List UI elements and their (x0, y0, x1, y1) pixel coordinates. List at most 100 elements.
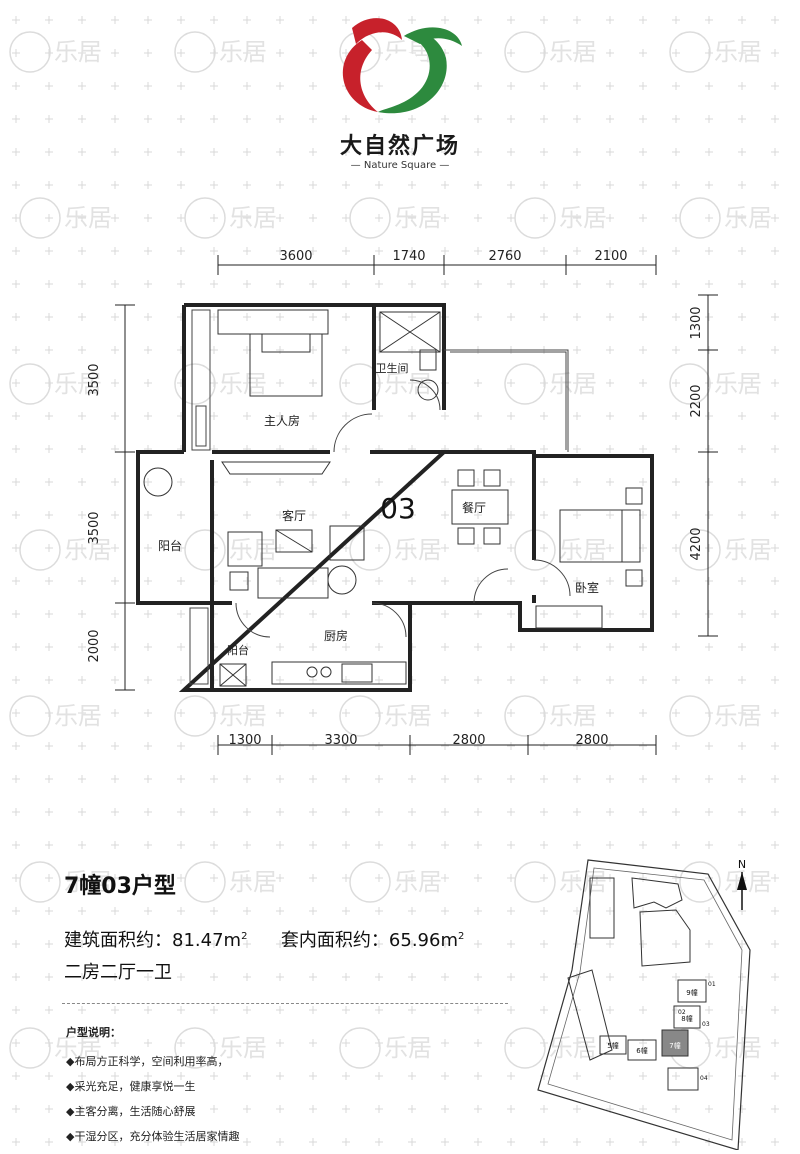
watermark-stamp-icon (9, 1027, 51, 1069)
watermark-text: 乐居 (219, 702, 267, 730)
watermark-stamp-icon (184, 861, 226, 903)
room-bedroom: 卧室 (575, 580, 599, 595)
brand-name-en: — Nature Square — (350, 160, 450, 171)
watermark-text: 乐居 (219, 1034, 267, 1062)
watermark-text: 乐居 (384, 370, 432, 398)
dim-right-1: 1300 (689, 306, 704, 339)
feature-3: ◆主客分离，生活随心舒展 (66, 1105, 196, 1118)
watermark-text: 乐居 (724, 868, 772, 896)
watermark-stamp-icon (174, 695, 216, 737)
watermark-stamp-icon (504, 695, 546, 737)
watermark-text: 乐居 (384, 702, 432, 730)
dim-right-2: 2200 (689, 384, 704, 417)
features-title: 户型说明： (66, 1026, 121, 1039)
watermark-stamp-icon (174, 363, 216, 405)
watermark-stamp-icon (19, 529, 61, 571)
watermark-text: 乐居 (549, 702, 597, 730)
watermark-text: 乐居 (229, 204, 277, 232)
unit-code-02: 02 (678, 1009, 686, 1016)
brand-name-en-text: Nature Square (363, 160, 437, 171)
inner-area: 套内面积约：65.96m (280, 930, 458, 951)
watermark-text: 乐居 (54, 702, 102, 730)
feature-2: ◆采光充足，健康享悦一生 (66, 1080, 196, 1093)
dim-bottom-4: 2800 (575, 733, 608, 748)
watermark-text: 乐居 (724, 204, 772, 232)
dim-left-1: 3500 (87, 363, 102, 396)
dim-bottom-2: 3300 (324, 733, 357, 748)
watermark-stamp-icon (9, 695, 51, 737)
watermark-stamp-icon (504, 1027, 546, 1069)
room-balcony-1: 阳台 (158, 538, 182, 553)
furniture (143, 309, 643, 687)
watermark-stamp-icon (339, 1027, 381, 1069)
building-6: 6幢 (636, 1046, 647, 1055)
watermark-text: 乐居 (229, 536, 277, 564)
watermark-text: 乐居 (219, 38, 267, 66)
watermark-stamp-icon (514, 197, 556, 239)
watermark-stamp-icon (669, 695, 711, 737)
watermark-text: 乐居 (54, 370, 102, 398)
watermark-stamp-icon (174, 31, 216, 73)
unit-label: 03 (380, 492, 416, 525)
dim-top-1: 3600 (279, 249, 312, 264)
room-living: 客厅 (282, 508, 306, 523)
watermark-stamp-icon (679, 861, 721, 903)
watermark-stamp-icon (184, 529, 226, 571)
built-area-unit-sup: 2 (241, 931, 248, 942)
watermark-text: 乐居 (384, 1034, 432, 1062)
watermark-stamp-icon (349, 197, 391, 239)
dashed-divider (62, 1003, 508, 1004)
dim-top-3: 2760 (488, 249, 521, 264)
unit-type-title: 7幢03户型 (64, 874, 176, 899)
walls (136, 303, 654, 692)
dim-top-4: 2100 (594, 249, 627, 264)
room-master-bedroom: 主人房 (264, 413, 300, 428)
watermark-text: 乐居 (559, 204, 607, 232)
dim-bottom-1: 1300 (228, 733, 261, 748)
watermark-stamp-icon (349, 529, 391, 571)
watermark-stamp-icon (514, 861, 556, 903)
watermark-stamp-icon (679, 197, 721, 239)
feature-1: ◆布局方正科学，空间利用率高， (66, 1055, 229, 1068)
building-7: 7幢 (669, 1041, 680, 1050)
watermark-text: 乐居 (549, 370, 597, 398)
watermark-stamp-icon (669, 31, 711, 73)
door-swings (235, 379, 571, 638)
watermark-text: 乐居 (219, 370, 267, 398)
room-kitchen: 厨房 (324, 628, 348, 643)
watermark-text: 乐居 (559, 536, 607, 564)
watermark-stamp-icon (174, 1027, 216, 1069)
unit-code-01: 01 (708, 981, 716, 988)
watermark-text: 乐居 (714, 38, 762, 66)
built-area: 建筑面积约：81.47m (64, 930, 242, 951)
room-dining: 餐厅 (462, 500, 486, 515)
building-8: 8幢 (681, 1014, 692, 1023)
watermark-text: 乐居 (64, 536, 112, 564)
watermark-text: 乐居 (229, 868, 277, 896)
building-5: 5幢 (607, 1041, 618, 1050)
watermark-text: 乐居 (394, 536, 442, 564)
watermark-text: 乐居 (54, 38, 102, 66)
watermark-stamp-icon (9, 31, 51, 73)
watermark-text: 乐居 (64, 204, 112, 232)
dim-top-2: 1740 (392, 249, 425, 264)
brand-logo (342, 18, 462, 114)
brand-name-cn: 大自然广场 (339, 134, 460, 159)
north-label: N (738, 858, 746, 871)
unit-code-03: 03 (702, 1021, 710, 1028)
watermark-text: 乐居 (64, 868, 112, 896)
feature-4: ◆干湿分区，充分体验生活居家情趣 (66, 1130, 240, 1143)
layout-type: 二房二厅一卫 (64, 962, 172, 983)
area-line: 建筑面积约：81.47m2 套内面积约：65.96m2 (64, 926, 464, 952)
watermark-text: 乐居 (714, 702, 762, 730)
room-balcony-2: 阳台 (227, 643, 249, 657)
unit-code-04: 04 (700, 1075, 708, 1082)
building-9: 9幢 (686, 988, 697, 997)
watermark-stamp-icon (19, 861, 61, 903)
watermark-stamp-icon (669, 363, 711, 405)
inner-area-unit-sup: 2 (458, 931, 465, 942)
watermark-text: 乐居 (394, 204, 442, 232)
watermark-text: 乐居 (394, 868, 442, 896)
dimension-lines (115, 255, 718, 755)
